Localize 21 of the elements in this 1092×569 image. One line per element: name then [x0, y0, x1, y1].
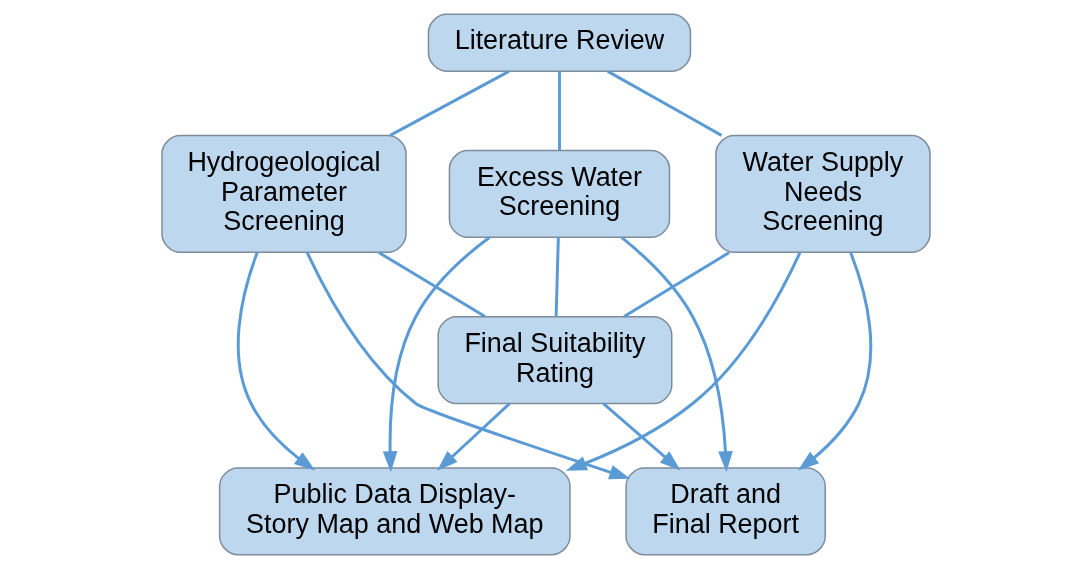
node-box: Excess Water Screening — [448, 149, 671, 239]
connector — [389, 70, 510, 137]
arrow — [437, 402, 511, 471]
connector — [378, 251, 486, 318]
arrow — [236, 252, 316, 471]
connector — [623, 251, 730, 318]
node-box: Draft and Final Report — [625, 467, 826, 556]
arrow — [565, 252, 802, 471]
arrow — [798, 252, 873, 471]
node-box: Final Suitability Rating — [437, 315, 673, 405]
connector — [607, 70, 723, 137]
arrow — [382, 236, 491, 473]
node-box: Hydrogeological Parameter Screening — [161, 134, 407, 254]
arrow — [305, 251, 631, 480]
node-box: Water Supply Needs Screening — [715, 134, 931, 254]
arrow — [620, 236, 733, 473]
connector — [554, 237, 560, 317]
node-box: Public Data Display- Story Map and Web Map — [218, 467, 571, 556]
node-box: Literature Review — [427, 13, 692, 72]
arrow — [602, 402, 681, 471]
connector — [557, 71, 561, 151]
